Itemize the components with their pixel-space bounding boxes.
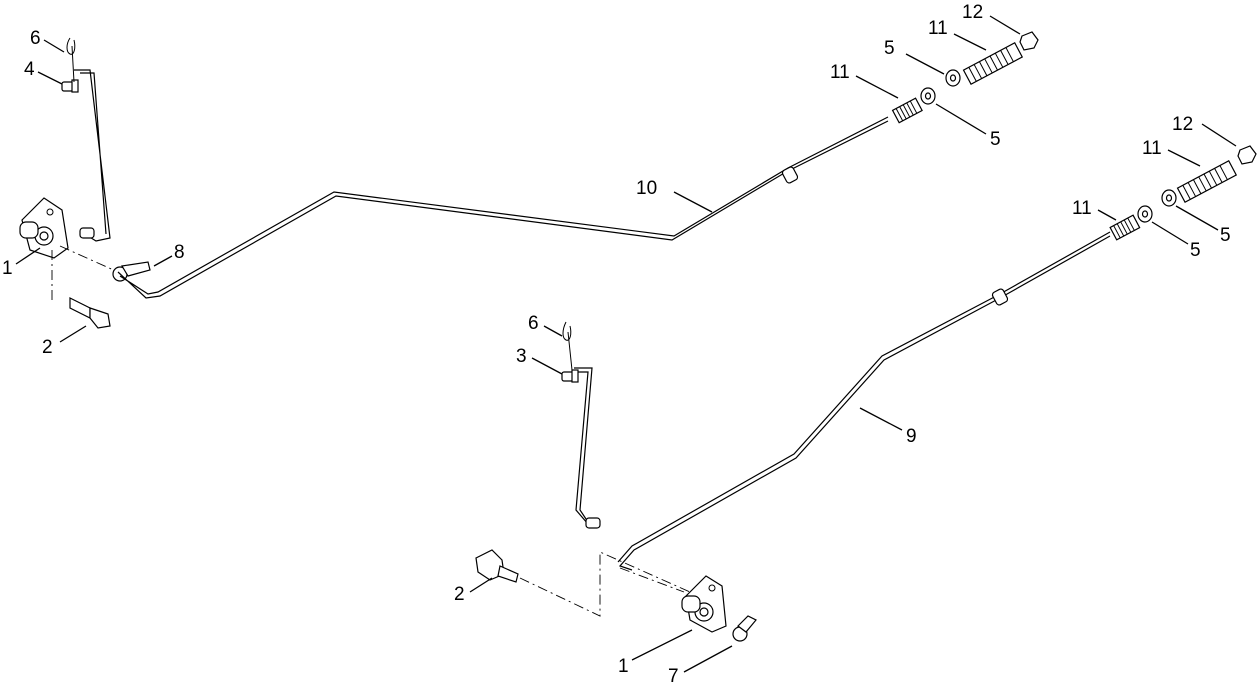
clevis-pin-4	[61, 79, 79, 93]
leader-11-lower-small	[1097, 209, 1117, 221]
leader-11-lower-large	[1167, 149, 1201, 167]
leader-9	[859, 407, 903, 431]
callout-5-lower-a: 5	[1190, 240, 1201, 261]
leader-4	[37, 71, 63, 85]
callout-2-upper: 2	[42, 337, 53, 358]
bracket-pin-lower	[585, 517, 601, 529]
washer-5-upper-b	[945, 69, 961, 87]
leader-10	[673, 191, 713, 213]
leader-5-lower-b	[1175, 205, 1219, 231]
hair-pin-6-lower	[562, 321, 573, 371]
leader-6-upper	[43, 39, 65, 53]
callout-12-upper: 12	[962, 2, 983, 23]
leader-2-lower	[469, 577, 493, 593]
callouts: 6 4 1 8 2 10 11 5 11 12 5 12 11 11 5 5	[2, 2, 1237, 687]
callout-4: 4	[24, 59, 35, 80]
leader-11-upper-small	[855, 75, 899, 99]
pivot-bracket-1-lower	[681, 575, 727, 633]
callout-12-lower: 12	[1172, 114, 1193, 135]
callout-5-lower-b: 5	[1220, 225, 1231, 246]
leader-5-upper-b	[935, 103, 987, 135]
rod-10-grommet	[781, 166, 799, 184]
washer-5-lower-a	[1137, 205, 1153, 223]
washer-5-lower-b	[1161, 189, 1177, 207]
pivot-bracket-1-upper	[19, 197, 69, 259]
bracket-pin-upper	[79, 227, 95, 239]
spring-11-large-lower	[1176, 160, 1238, 204]
clip-7	[732, 615, 757, 642]
hair-pin-6-upper	[66, 37, 76, 83]
spring-11-small-lower	[1109, 214, 1141, 241]
callout-11-lower-large: 11	[1142, 138, 1162, 159]
leader-2-upper	[59, 325, 87, 343]
bolt-2-lower	[475, 549, 519, 583]
leader-5-lower-a	[1151, 221, 1189, 245]
leader-7	[683, 645, 733, 673]
callout-3: 3	[516, 346, 527, 367]
leader-3	[531, 357, 563, 375]
callout-9: 9	[906, 426, 917, 447]
bolt-2-upper	[69, 297, 111, 329]
callout-11-upper-small: 11	[830, 62, 850, 83]
callout-11-lower-small: 11	[1072, 198, 1092, 219]
clevis-pin-3	[561, 369, 579, 383]
centerline-lower	[519, 551, 691, 617]
leader-1-lower	[631, 629, 693, 661]
leader-11-upper-large	[953, 33, 987, 51]
control-rod-9	[617, 231, 1111, 571]
callout-5-upper-b: 5	[990, 129, 1001, 150]
callout-2-lower: 2	[454, 584, 465, 605]
leader-12-upper	[989, 15, 1021, 35]
callout-11-upper-large: 11	[928, 18, 948, 39]
vertical-rod-upper	[74, 69, 111, 242]
spring-11-small-upper	[891, 97, 923, 124]
leader-1-upper	[15, 247, 41, 265]
callout-8: 8	[174, 242, 185, 263]
nut-12-upper	[1019, 31, 1039, 51]
leader-12-lower	[1201, 123, 1237, 147]
vertical-rod-lower	[574, 367, 593, 529]
rod-9-grommet	[991, 288, 1009, 306]
clip-8	[112, 261, 151, 282]
centerline-upper	[51, 245, 119, 300]
callout-1-lower: 1	[618, 656, 629, 677]
callout-1-upper: 1	[2, 258, 13, 279]
callout-7: 7	[668, 666, 679, 687]
control-rod-10	[117, 116, 889, 299]
washer-5-upper-a	[920, 87, 936, 105]
callout-10: 10	[636, 178, 657, 199]
leader-5-upper-a	[905, 53, 945, 75]
callout-5-upper-a: 5	[884, 38, 895, 59]
callout-6-upper: 6	[30, 28, 41, 49]
upper-assembly	[19, 31, 1039, 329]
callout-6-lower: 6	[528, 313, 539, 334]
spring-11-large-upper	[962, 42, 1024, 86]
leader-6-lower	[543, 325, 563, 337]
leader-8	[153, 255, 173, 267]
lower-assembly	[475, 145, 1257, 642]
nut-12-lower	[1237, 145, 1257, 165]
